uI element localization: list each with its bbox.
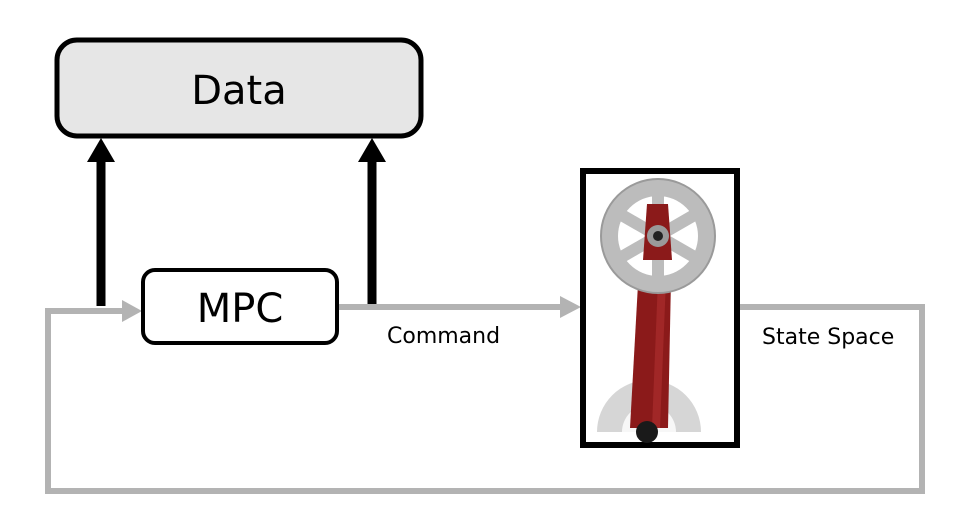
data-node: Data xyxy=(54,37,424,139)
black-arrow-right xyxy=(358,138,386,306)
mpc-node: MPC xyxy=(141,268,339,345)
feedback-loop-arrow xyxy=(45,300,925,494)
data-label: Data xyxy=(191,68,287,114)
command-arrow xyxy=(336,296,581,318)
mpc-label: MPC xyxy=(197,286,284,332)
black-arrow-left xyxy=(87,138,115,306)
state-space-label: State Space xyxy=(762,325,894,350)
command-label: Command xyxy=(387,324,500,349)
pendulum-wheel-icon xyxy=(597,178,716,443)
plant-node xyxy=(580,168,740,448)
